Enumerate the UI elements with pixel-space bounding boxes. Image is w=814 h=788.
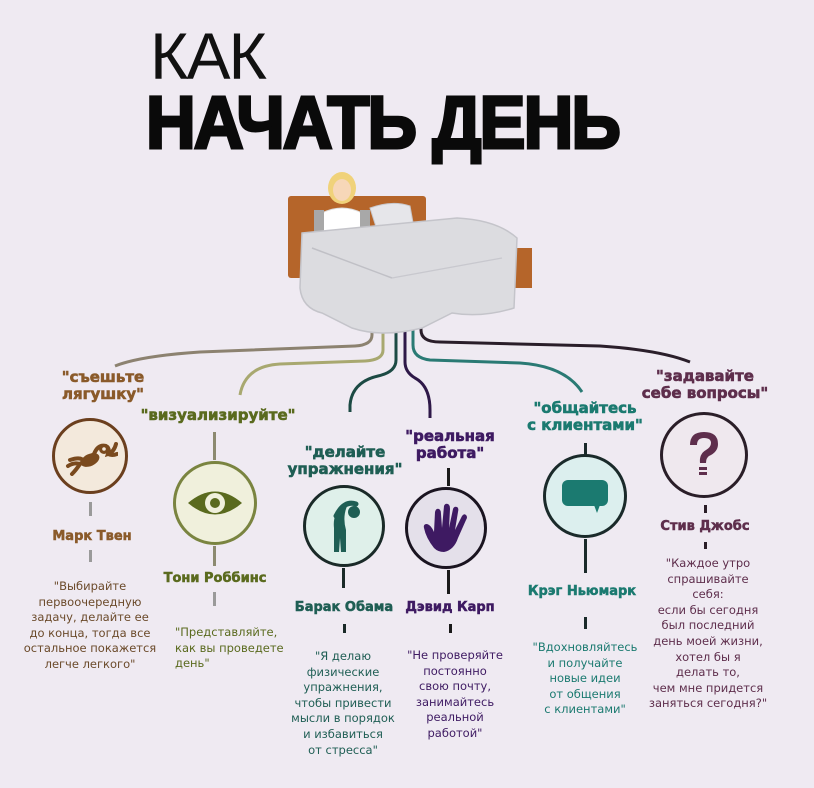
frog-icon <box>66 442 118 476</box>
frog-icon-circle <box>52 418 128 494</box>
quote-barack-obama: "Я делаю физические упражнения, чтобы пр… <box>291 649 395 757</box>
tip-label-ask-yourself: "задавайте себе вопросы" <box>641 367 769 402</box>
author-name-craig-newmark: Крэг Ньюмарк <box>527 584 637 600</box>
quote-david-karp: "Не проверяйте постоянно свою почту, зан… <box>407 648 503 740</box>
divider-tick <box>213 592 216 606</box>
hand-icon <box>423 503 467 552</box>
author-name-barack-obama: Барак Обама <box>294 600 394 616</box>
quote-mark-twain: "Выбирайте первоочередную задачу, делайт… <box>23 579 157 671</box>
tip-label-talk-to-clients: "общайтесь с клиентами" <box>527 399 643 434</box>
title-line-1: КАК <box>150 19 267 93</box>
divider-tick <box>584 617 587 629</box>
hand-icon-circle <box>405 487 487 569</box>
divider-tick <box>447 570 450 594</box>
tip-label-frog: "съешьте лягушку" <box>61 368 145 403</box>
divider-tick <box>584 443 587 463</box>
quote-tony-robbins: "Представляйте, как вы проведете день" <box>175 625 284 671</box>
divider-tick <box>584 539 587 573</box>
divider-tick <box>704 505 707 513</box>
divider-tick <box>704 542 707 549</box>
speech-bubble-icon-circle <box>543 454 627 538</box>
exercise-icon-circle <box>303 485 385 567</box>
divider-tick <box>447 468 450 486</box>
question-mark-icon <box>690 432 718 475</box>
divider-tick <box>89 502 92 516</box>
author-name-steve-jobs: Стив Джобс <box>660 519 750 535</box>
author-name-david-karp: Дэвид Карп <box>405 600 495 616</box>
tip-label-real-work: "реальная работа" <box>405 427 495 462</box>
divider-tick <box>89 550 92 562</box>
quote-steve-jobs: "Каждое утро спрашивайте себя: если бы с… <box>648 556 768 711</box>
quote-craig-newmark: "Вдохновляйтесь и получайте новые идеи о… <box>532 640 638 717</box>
tip-label-visualize: "визуализируйте" <box>140 406 296 424</box>
question-mark-icon-circle <box>660 412 748 498</box>
speech-bubble-icon <box>562 480 608 513</box>
title-line-2: НАЧАТЬ ДЕНЬ <box>145 80 623 166</box>
divider-tick <box>343 624 346 633</box>
divider-tick <box>213 546 216 566</box>
bed-illustration <box>282 168 542 338</box>
stretching-person-icon <box>333 500 360 552</box>
divider-tick <box>449 624 452 633</box>
tip-label-exercise: "делайте упражнения" <box>287 443 403 478</box>
divider-tick <box>342 568 345 588</box>
divider-tick <box>213 432 216 460</box>
eye-icon <box>188 491 242 515</box>
author-name-tony-robbins: Тони Роббинс <box>163 571 267 587</box>
author-name-mark-twain: Марк Твен <box>52 529 132 545</box>
eye-icon-circle <box>173 461 257 545</box>
